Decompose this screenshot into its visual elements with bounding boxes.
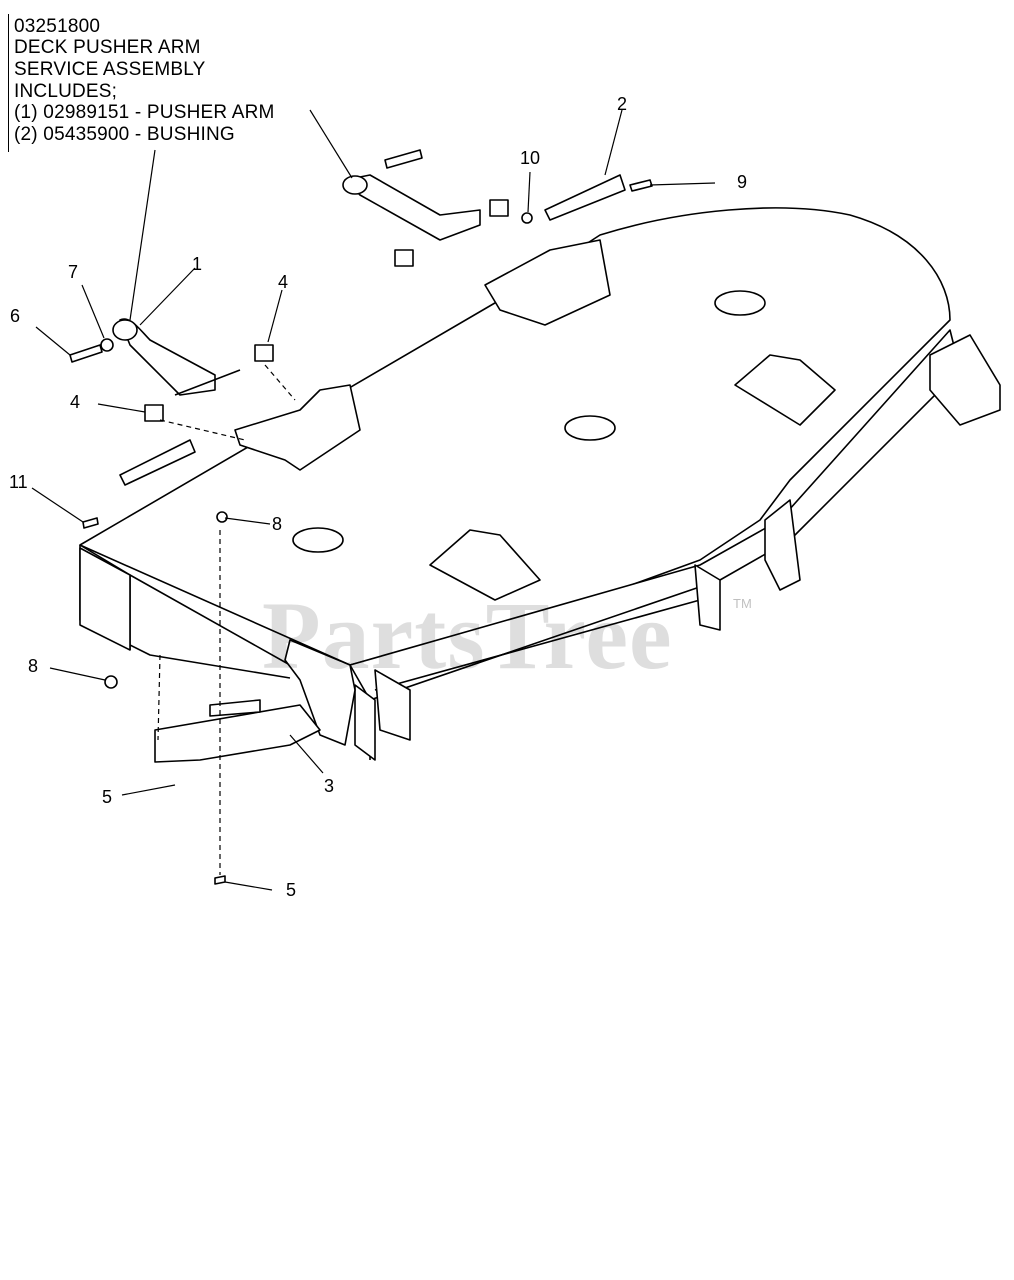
- callout-8-top: 8: [272, 514, 283, 534]
- callout-8-side: 8: [28, 656, 39, 676]
- bolt-top: [384, 149, 423, 169]
- deck-plate: [79, 207, 951, 666]
- bushing-top-b: [489, 199, 509, 217]
- front-right-bracket: [374, 669, 411, 741]
- callout-10: 10: [520, 148, 541, 168]
- callout-3: 3: [324, 776, 335, 796]
- front-left-baffle: [79, 547, 131, 651]
- note-part-number: 03251800: [14, 16, 101, 37]
- pad-front: [429, 529, 541, 601]
- bolt-9: [629, 179, 653, 192]
- callout-9: 9: [737, 172, 748, 192]
- bushing-top-a: [394, 249, 414, 267]
- bolt-6: [69, 344, 103, 363]
- callout-2: 2: [617, 94, 628, 114]
- note-subtitle: SERVICE ASSEMBLY: [14, 59, 206, 80]
- callout-4-upper: 4: [278, 272, 289, 292]
- mount-bracket-right: [484, 239, 611, 326]
- watermark: PartsTree: [262, 582, 673, 689]
- mount-bracket-left: [234, 384, 361, 471]
- mid-right-bracket: [764, 499, 801, 591]
- spindle-hole-center: [564, 415, 616, 441]
- callout-1: 1: [192, 254, 203, 274]
- note-item-bushing: (2) 05435900 - BUSHING: [14, 124, 235, 145]
- bolt-5-bottom: [214, 875, 226, 885]
- note-bracket: [8, 14, 9, 152]
- bushing-4a: [254, 344, 274, 362]
- pusher-arm-top: [344, 174, 481, 241]
- right-bracket-3: [694, 564, 721, 631]
- nut-7: [100, 338, 114, 352]
- note-item-pusher-arm: (1) 02989151 - PUSHER ARM: [14, 102, 275, 123]
- rear-right-bracket: [929, 334, 1001, 426]
- bolt-11: [82, 517, 99, 529]
- pin-2: [544, 174, 626, 221]
- spindle-hole-rear: [714, 290, 766, 316]
- watermark-trademark: TM: [733, 596, 752, 611]
- chute-guard: [154, 704, 321, 763]
- callout-5-guard: 5: [102, 787, 113, 807]
- callout-5-bottom: 5: [286, 880, 297, 900]
- nut-8-side: [104, 675, 118, 689]
- pin-left: [119, 439, 196, 486]
- callout-4-lower: 4: [70, 392, 81, 412]
- note-includes: INCLUDES;: [14, 81, 118, 102]
- callout-6: 6: [10, 306, 21, 326]
- bumper-bracket: [284, 639, 356, 746]
- bushing-4b: [144, 404, 164, 422]
- spindle-hole-left: [292, 527, 344, 553]
- callout-11: 11: [9, 472, 28, 492]
- nut-10: [521, 212, 533, 224]
- note-title: DECK PUSHER ARM: [14, 37, 201, 58]
- pad-rear: [734, 354, 836, 426]
- callout-7: 7: [68, 262, 79, 282]
- nut-8-top: [216, 511, 228, 523]
